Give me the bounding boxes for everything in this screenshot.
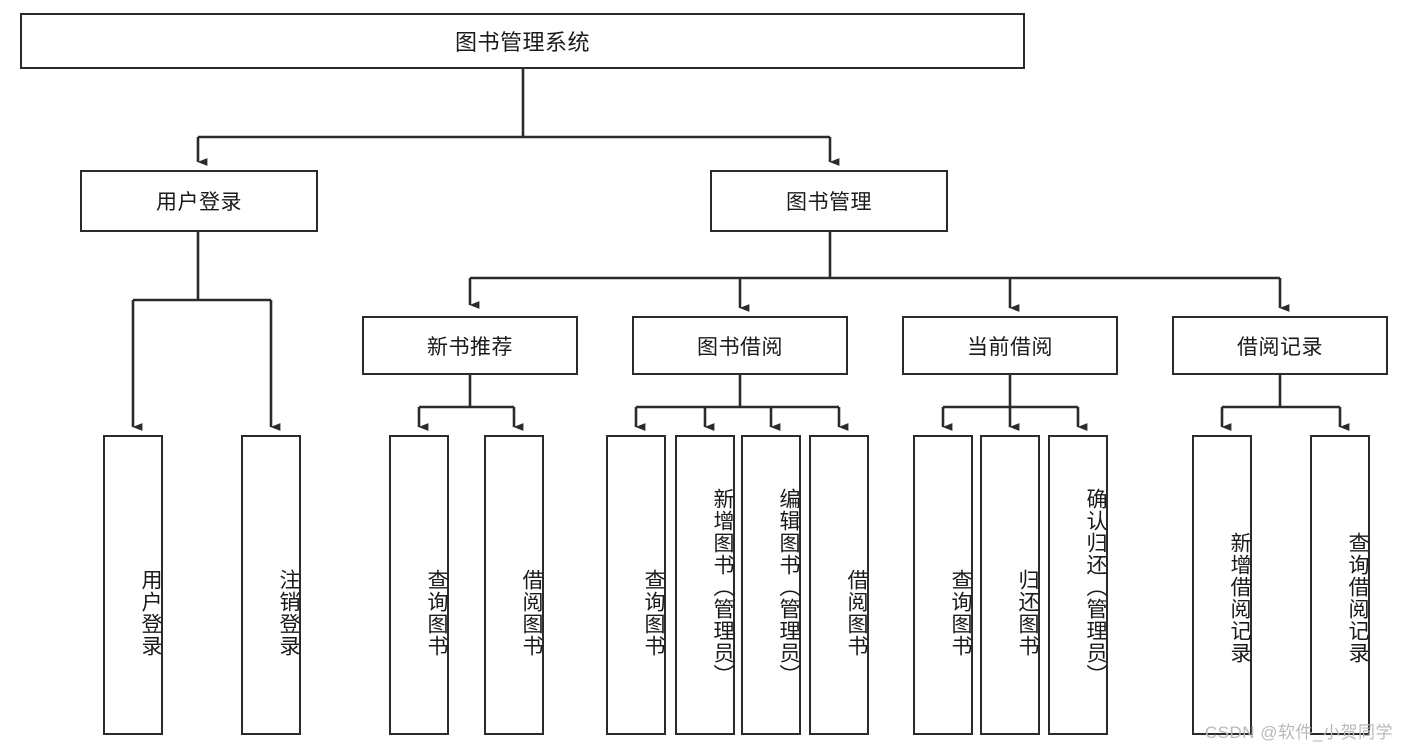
leaf-user-logout[interactable]: 注销登录	[241, 435, 301, 735]
node-label: 借阅记录	[1237, 335, 1323, 359]
leaf-query-book-recommend[interactable]: 查询图书	[389, 435, 449, 735]
node-label: 查询图书	[425, 569, 448, 657]
node-label: 用户登录	[139, 569, 162, 657]
leaf-confirm-return[interactable]: 确认归还（管理员）	[1048, 435, 1108, 735]
node-label: 用户登录	[156, 191, 242, 214]
node-label: 注销登录	[277, 569, 300, 657]
leaf-borrow-book[interactable]: 借阅图书	[809, 435, 869, 735]
node-label: 确认归还（管理员）	[1084, 488, 1107, 686]
leaf-borrow-book-recommend[interactable]: 借阅图书	[484, 435, 544, 735]
node-label: 当前借阅	[967, 335, 1053, 359]
node-label: 新增图书（管理员）	[711, 488, 734, 686]
node-label: 图书管理系统	[454, 30, 590, 55]
leaf-query-book-borrow[interactable]: 查询图书	[606, 435, 666, 735]
leaf-add-borrow-record[interactable]: 新增借阅记录	[1192, 435, 1252, 735]
node-label: 查询图书	[949, 569, 972, 657]
leaf-add-book[interactable]: 新增图书（管理员）	[675, 435, 735, 735]
node-label: 借阅图书	[520, 569, 543, 657]
node-borrow-record[interactable]: 借阅记录	[1172, 316, 1388, 375]
node-current-borrow[interactable]: 当前借阅	[902, 316, 1118, 375]
node-book-management-system[interactable]: 图书管理系统	[20, 13, 1025, 69]
leaf-return-book[interactable]: 归还图书	[980, 435, 1040, 735]
node-book-borrow[interactable]: 图书借阅	[632, 316, 848, 375]
node-new-book-recommend[interactable]: 新书推荐	[362, 316, 578, 375]
node-label: 新增借阅记录	[1228, 532, 1251, 664]
node-book-management[interactable]: 图书管理	[710, 170, 948, 232]
leaf-user-login[interactable]: 用户登录	[103, 435, 163, 735]
node-label: 图书管理	[786, 191, 872, 214]
leaf-query-borrow-record[interactable]: 查询借阅记录	[1310, 435, 1370, 735]
leaf-edit-book[interactable]: 编辑图书（管理员）	[741, 435, 801, 735]
node-label: 查询图书	[642, 569, 665, 657]
leaf-query-book-current[interactable]: 查询图书	[913, 435, 973, 735]
node-label: 新书推荐	[427, 335, 513, 359]
node-label: 查询借阅记录	[1346, 532, 1369, 664]
node-label: 图书借阅	[697, 335, 783, 359]
node-user-login[interactable]: 用户登录	[80, 170, 318, 232]
node-label: 归还图书	[1016, 569, 1039, 657]
node-label: 编辑图书（管理员）	[777, 488, 800, 686]
node-label: 借阅图书	[845, 569, 868, 657]
watermark: CSDN @软件_小贺同学	[1204, 723, 1393, 742]
